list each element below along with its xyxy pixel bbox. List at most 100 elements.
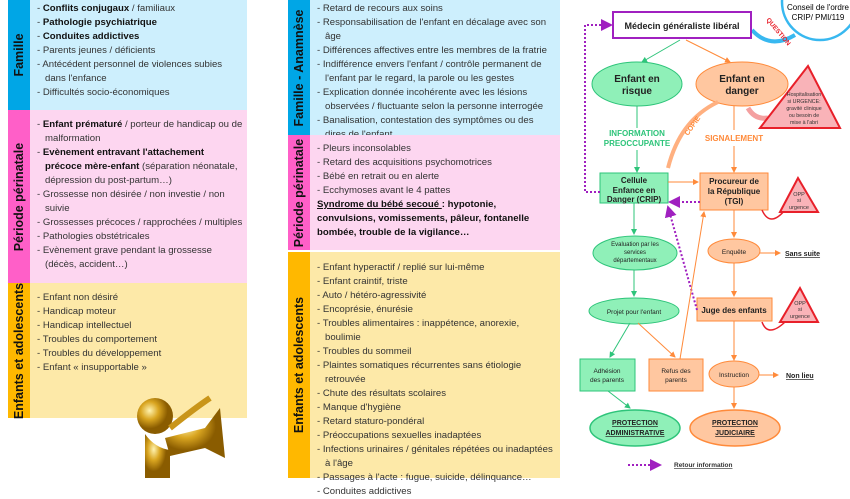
svg-text:gravité clinique: gravité clinique — [786, 106, 821, 112]
medecin-box — [612, 11, 752, 39]
warning-signs-column: Famille - Anamnèse Retard de recours aux… — [288, 0, 560, 497]
flowchart: Conseil de l'ordre CRIP/ PMI/119 QUESTIO… — [579, 0, 850, 471]
list-item: Retard staturo-pondéral — [317, 415, 556, 429]
svg-text:services: services — [624, 250, 646, 256]
perinatale-signs-block: Période périnatale Pleurs inconsolablesR… — [288, 135, 560, 250]
list-item: Troubles du développement — [37, 347, 243, 361]
syndrome-bebe-secoue: Syndrome du bébé secoué : hypotonie, con… — [317, 199, 530, 238]
conseil-line1: Conseil de l'ordre — [787, 3, 850, 12]
opp-warning-1 — [778, 175, 820, 213]
svg-text:urgence: urgence — [789, 205, 809, 211]
list-item: Retard des acquisitions psychomotrices — [317, 156, 556, 170]
conseil-line2: CRIP/ PMI/119 — [792, 13, 845, 22]
svg-text:si: si — [798, 307, 802, 313]
svg-text:danger: danger — [725, 86, 758, 97]
non-lieu-label: Non lieu — [786, 373, 814, 380]
protection-administrative-node — [589, 409, 681, 447]
adhesion-box — [579, 358, 636, 392]
list-item: Enfant hyperactif / replié sur lui-même — [317, 261, 556, 275]
hospitalisation-warning — [757, 64, 842, 129]
list-item: Antécédent personnel de violences subies… — [37, 58, 243, 86]
svg-text:Projet pour l'enfant: Projet pour l'enfant — [607, 309, 662, 316]
svg-text:Refus des: Refus des — [661, 368, 691, 375]
perinatale-list: Enfant prématuré / porteur de handicap o… — [30, 110, 247, 283]
svg-text:Procureur de: Procureur de — [709, 177, 759, 186]
perinatale-block: Période périnatale Enfant prématuré / po… — [8, 110, 247, 283]
svg-text:si URGENCE:: si URGENCE: — [787, 99, 820, 105]
list-item: Préoccupations sexuelles inadaptées — [317, 429, 556, 443]
famille-anamnese-list: Retard de recours aux soinsResponsabilis… — [310, 0, 560, 140]
svg-text:si: si — [797, 198, 801, 204]
svg-text:départementaux: départementaux — [613, 258, 656, 264]
procureur-box — [699, 172, 769, 211]
svg-text:Adhésion: Adhésion — [593, 368, 620, 375]
svg-text:des parents: des parents — [590, 377, 625, 384]
list-item: Banalisation, contestation des symptômes… — [317, 114, 556, 142]
list-item: Evènement grave pendant la grossesse (dé… — [37, 244, 243, 272]
list-item: Bébé en retrait ou en alerte — [317, 170, 556, 184]
list-item: Responsabilisation de l'enfant en décala… — [317, 16, 556, 44]
list-item: Evènement entravant l'attachement précoc… — [37, 146, 243, 188]
list-item: Conflits conjugaux / familiaux — [37, 2, 243, 16]
list-item: Difficultés socio-économiques — [37, 86, 243, 100]
protection-judiciaire-node — [689, 409, 781, 447]
svg-text:PROTECTION: PROTECTION — [612, 420, 658, 427]
famille-block: Famille Conflits conjugaux / familiauxPa… — [8, 0, 247, 110]
svg-text:PROTECTION: PROTECTION — [712, 420, 758, 427]
megaphone-figure-illustration — [137, 395, 225, 478]
list-item: Explication donnée incohérente avec les … — [317, 86, 556, 114]
list-item: Chute des résultats scolaires — [317, 387, 556, 401]
svg-text:Cellule: Cellule — [621, 176, 648, 185]
svg-text:Juge des enfants: Juge des enfants — [701, 306, 767, 315]
svg-text:Enfant en: Enfant en — [719, 74, 765, 85]
list-item: Plaintes somatiques récurrentes sans éti… — [317, 359, 556, 387]
enfants-list: Enfant non désiréHandicap moteurHandicap… — [30, 283, 247, 418]
enfant-danger-node — [695, 61, 789, 107]
list-item: Troubles du sommeil — [317, 345, 556, 359]
list-item: Indifférence envers l'enfant / contrôle … — [317, 58, 556, 86]
list-item: Enfant craintif, triste — [317, 275, 556, 289]
list-item: Pleurs inconsolables — [317, 142, 556, 156]
legend-label: Retour information — [674, 462, 733, 469]
svg-text:Danger (CRIP): Danger (CRIP) — [607, 195, 662, 204]
svg-text:Instruction: Instruction — [719, 372, 749, 379]
copie-arrow — [666, 100, 719, 169]
list-item: Ecchymoses avant le 4 pattes — [317, 184, 556, 198]
svg-text:parents: parents — [665, 377, 687, 384]
list-item: Grossesse non désirée / non investie / n… — [37, 188, 243, 216]
list-item: Troubles alimentaires : inappétence, ano… — [317, 317, 556, 345]
svg-text:Evaluation par les: Evaluation par les — [611, 242, 659, 248]
risk-factors-column: Famille Conflits conjugaux / familiauxPa… — [8, 0, 247, 419]
svg-text:Enfance en: Enfance en — [613, 186, 656, 195]
list-item: Auto / hétéro-agressivité — [317, 289, 556, 303]
projet-node — [588, 297, 680, 325]
crip-box — [599, 172, 669, 204]
svg-text:OPP: OPP — [794, 301, 806, 307]
svg-text:Enquête: Enquête — [722, 249, 747, 256]
list-item: Conduites addictives — [317, 485, 556, 499]
list-item: Troubles du comportement — [37, 333, 243, 347]
preoccupante-label: PREOCCUPANTE — [604, 139, 671, 148]
svg-text:risque: risque — [622, 86, 652, 97]
list-item: Enfant prématuré / porteur de handicap o… — [37, 118, 243, 146]
list-item: Retard de recours aux soins — [317, 2, 556, 16]
sans-suite-label: Sans suite — [785, 251, 820, 258]
list-item: Différences affectives entre les membres… — [317, 44, 556, 58]
svg-text:ou besoin de: ou besoin de — [789, 113, 819, 119]
list-item: Handicap moteur — [37, 305, 243, 319]
evaluation-node — [592, 235, 678, 271]
svg-text:OPP: OPP — [793, 192, 805, 198]
list-item: Grossesses précoces / rapprochées / mult… — [37, 216, 243, 230]
list-item: Parents jeunes / déficients — [37, 44, 243, 58]
svg-text:mise à l'abri: mise à l'abri — [790, 120, 818, 126]
list-item: Pathologies obstétricales — [37, 230, 243, 244]
svg-text:urgence: urgence — [790, 314, 810, 320]
list-item: Enfant non désiré — [37, 291, 243, 305]
svg-text:Enfant en: Enfant en — [614, 74, 660, 85]
question-arrow — [750, 28, 797, 44]
signalement-label: SIGNALEMENT — [705, 134, 763, 143]
svg-text:JUDICIAIRE: JUDICIAIRE — [715, 430, 755, 437]
svg-text:(TGI): (TGI) — [725, 197, 744, 206]
enfants-signs-block: Enfants et adolescents Enfant hyperactif… — [288, 252, 560, 497]
svg-text:ADMINISTRATIVE: ADMINISTRATIVE — [606, 430, 665, 437]
